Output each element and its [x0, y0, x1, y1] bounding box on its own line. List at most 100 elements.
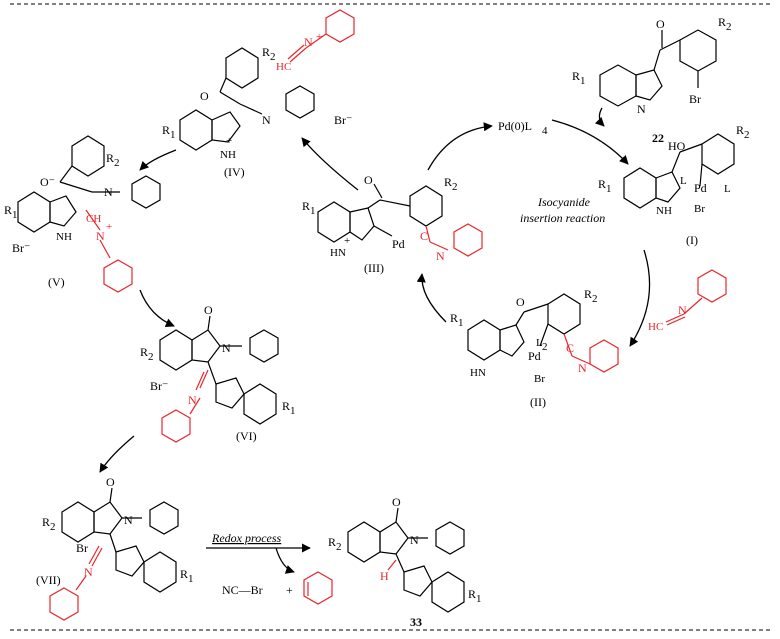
II-l2: L [536, 337, 543, 349]
iso-right-n: N [678, 303, 687, 317]
33-r1-sub: 1 [476, 593, 482, 605]
VII-o: O [106, 475, 115, 489]
33-r1: R [468, 587, 476, 601]
III-o: O [364, 173, 373, 187]
intermediate-IV: N + HC O N NH + Br⁻ R 1 R 2 (IV) [162, 9, 355, 179]
isocyanide-insertion-line1: Isocyanide [537, 195, 591, 209]
VII-r2: R [42, 515, 50, 529]
isocyanide-reagent-right: N HC [648, 269, 727, 333]
II-r1-sub: 1 [458, 317, 464, 329]
V-ch: CH [86, 213, 101, 225]
isocyanide-insertion-line2: insertion reaction [520, 211, 605, 225]
VII-br: Br [76, 541, 88, 555]
c22-o: O [656, 17, 665, 31]
label-I: (I) [686, 233, 698, 247]
III-c: C [420, 229, 428, 243]
pd0-catalyst: Pd(0)L [498, 119, 532, 133]
catalytic-cycle-arrows [99, 107, 651, 473]
II-br: Br [534, 373, 545, 385]
compound-22: O Br N R 1 R 2 22 [572, 15, 732, 145]
intermediate-III: O Pd C N HN + R 1 R 2 (III) [302, 173, 483, 275]
II-pd: Pd [528, 349, 541, 363]
III-r1-sub: 1 [310, 205, 316, 217]
III-r2: R [444, 175, 452, 189]
IV-r2-sub: 2 [270, 51, 276, 63]
VII-r1-sub: 1 [188, 573, 194, 585]
IV-r1-sub: 1 [170, 129, 176, 141]
III-hn: HN [330, 247, 346, 259]
VII-n: N [124, 513, 133, 527]
intermediate-II: O Pd L 2 Br C N HN R 1 R 2 (II) [450, 287, 619, 409]
II-n: N [578, 361, 587, 375]
V-r1: R [4, 203, 12, 217]
VI-r1: R [282, 399, 290, 413]
V-br: Br⁻ [12, 241, 30, 255]
label-VI: (VI) [236, 429, 257, 443]
label-33: 33 [410, 615, 422, 629]
IV-br: Br⁻ [334, 113, 352, 127]
II-r1: R [450, 311, 458, 325]
c22-r1: R [572, 69, 580, 83]
IV-plus: + [226, 135, 232, 147]
I-r1-sub: 1 [606, 183, 612, 195]
V-r2-sub: 2 [114, 157, 120, 169]
intermediate-I: HO Pd L L Br NH R 1 R 2 (I) [598, 123, 750, 247]
III-pd: Pd [392, 237, 405, 251]
IV-iso-hc: HC [276, 61, 291, 73]
I-l-right: L [724, 183, 731, 195]
c22-r1-sub: 1 [580, 75, 586, 87]
label-VII: (VII) [36, 573, 61, 587]
plus-sign: + [286, 583, 293, 597]
I-nh: NH [656, 205, 672, 217]
c22-r2-sub: 2 [726, 21, 732, 33]
VI-n2: N [188, 393, 197, 407]
intermediate-V: O⁻ N CH N + NH Br⁻ R 1 R 2 (V) [4, 135, 161, 293]
IV-iso-n: N [304, 35, 313, 49]
II-r2-sub: 2 [592, 293, 598, 305]
VI-o: O [204, 303, 213, 317]
IV-o: O [200, 89, 209, 103]
c22-r2: R [718, 15, 726, 29]
product-33: O N H R 1 R 2 33 [328, 495, 482, 629]
label-II: (II) [530, 395, 546, 409]
33-h: H [380, 569, 389, 583]
V-r1-sub: 1 [12, 209, 18, 221]
iso-right-hc: HC [648, 321, 663, 333]
VI-n: N [222, 341, 231, 355]
V-nh: NH [56, 231, 72, 243]
V-n2: N [96, 229, 105, 243]
33-o: O [392, 495, 401, 509]
I-pd: Pd [694, 181, 707, 195]
I-r1: R [598, 177, 606, 191]
III-plus: + [344, 235, 350, 247]
VI-r2: R [140, 345, 148, 359]
c22-br: Br [689, 92, 701, 106]
33-r2: R [328, 535, 336, 549]
IV-n: N [262, 113, 271, 127]
label-III: (III) [364, 261, 384, 275]
II-l2-sub: 2 [542, 341, 548, 353]
V-plus: + [106, 221, 112, 233]
III-r1: R [302, 199, 310, 213]
VI-r1-sub: 1 [290, 405, 296, 417]
II-o: O [516, 295, 525, 309]
I-br: Br [694, 203, 705, 215]
II-c: C [566, 341, 574, 355]
IV-iso-plus: + [316, 31, 322, 43]
intermediate-VI: O N N Br⁻ R 1 R 2 (VI) [140, 303, 296, 443]
label-V: (V) [48, 275, 65, 289]
II-hn: HN [470, 367, 486, 379]
III-n: N [436, 249, 445, 263]
IV-nh: NH [220, 149, 236, 161]
VI-r2-sub: 2 [148, 351, 154, 363]
I-r2: R [736, 123, 744, 137]
II-r2: R [584, 287, 592, 301]
VII-r2-sub: 2 [50, 521, 56, 533]
IV-r1: R [162, 123, 170, 137]
pd0-catalyst-sub: 4 [542, 125, 548, 137]
VII-r1: R [180, 567, 188, 581]
intermediate-VII: O N N Br R 1 R 2 (VII) [36, 475, 194, 621]
VI-br: Br⁻ [150, 379, 168, 393]
I-l-left: L [680, 175, 687, 187]
